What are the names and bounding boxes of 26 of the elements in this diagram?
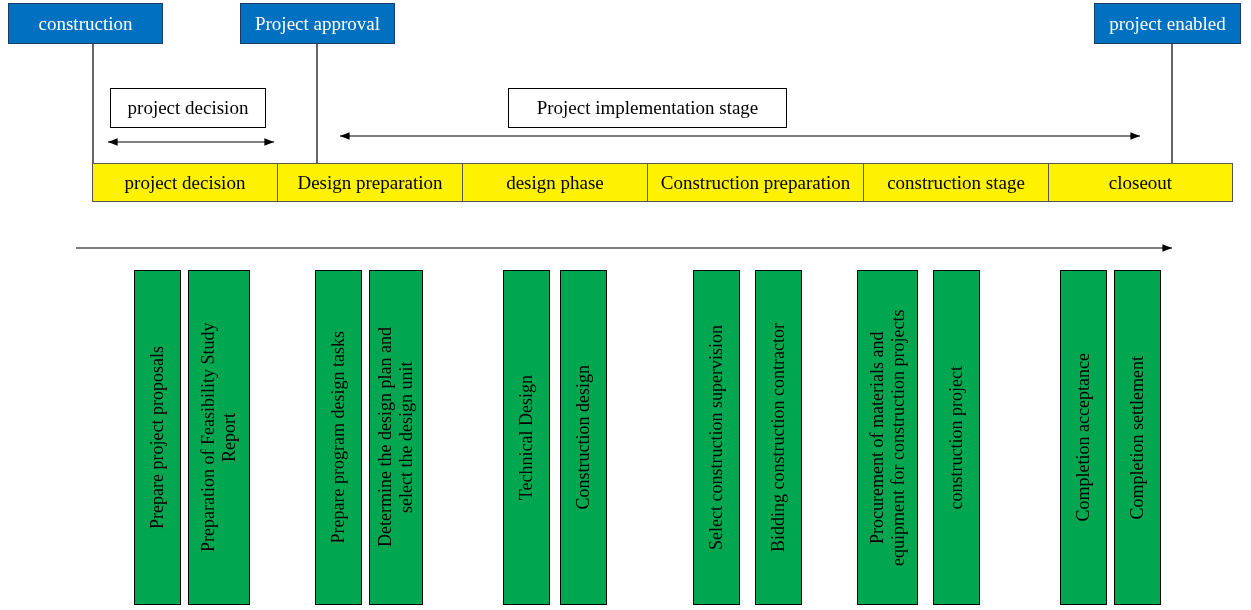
leader-line	[316, 43, 318, 164]
task-box: construction project	[933, 270, 980, 605]
phase-box: Construction preparation	[647, 163, 864, 202]
milestone-box: construction	[8, 3, 163, 44]
task-box: Construction design	[560, 270, 607, 605]
stage-label-box: Project implementation stage	[508, 88, 787, 128]
task-box: Technical Design	[503, 270, 550, 605]
milestone-box: Project approval	[240, 3, 395, 44]
task-box: Prepare project proposals	[134, 270, 181, 605]
phase-box: closeout	[1048, 163, 1233, 202]
leader-line	[1171, 43, 1173, 164]
leader-line	[92, 43, 94, 164]
phase-box: design phase	[462, 163, 648, 202]
stage-label-box: project decision	[110, 88, 266, 128]
phase-box: construction stage	[863, 163, 1049, 202]
task-box: Completion settlement	[1114, 270, 1161, 605]
milestone-box: project enabled	[1094, 3, 1241, 44]
task-box: Completion acceptance	[1060, 270, 1107, 605]
task-box: Prepare program design tasks	[315, 270, 362, 605]
task-box: Determine the design plan and select the design unit	[369, 270, 423, 605]
task-box: Procurement of materials and equipment for construction projects	[857, 270, 918, 605]
phase-box: Design preparation	[277, 163, 463, 202]
phase-box: project decision	[92, 163, 278, 202]
task-box: Bidding construction contractor	[755, 270, 802, 605]
task-box: Select construction supervision	[693, 270, 740, 605]
task-box: Preparation of Feasibility Study Report	[188, 270, 250, 605]
